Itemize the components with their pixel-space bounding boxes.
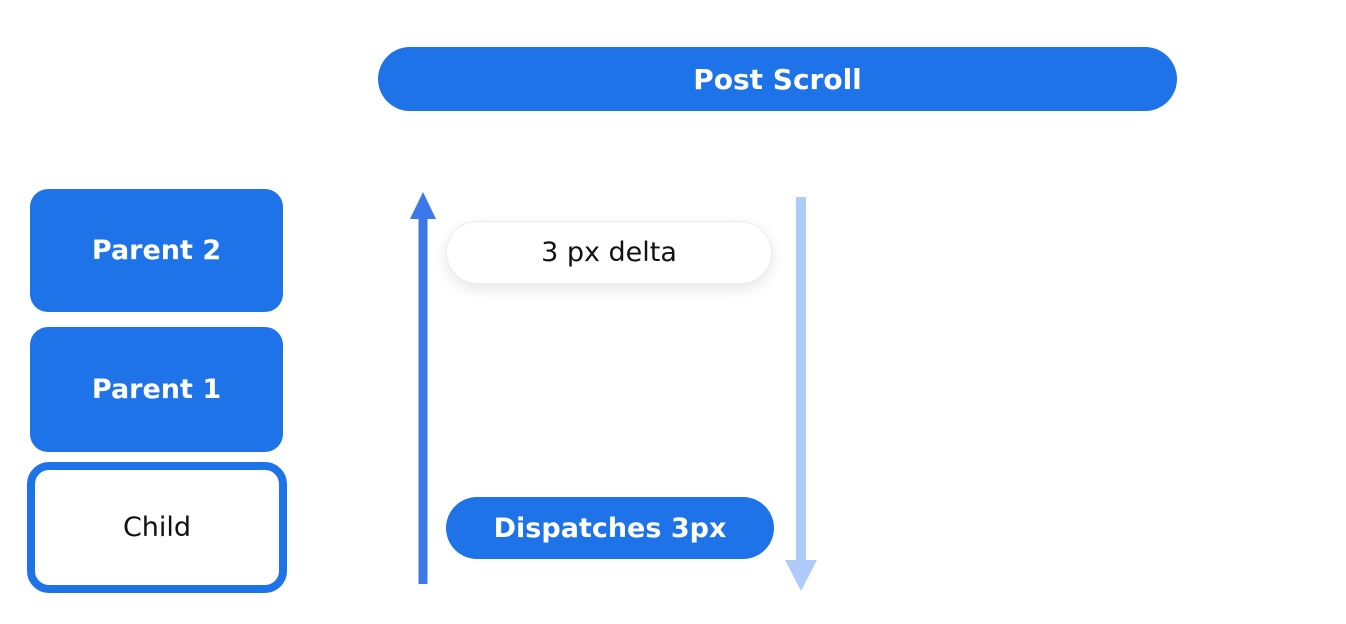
parent-2-label: Parent 2	[91, 235, 222, 266]
dispatch-pill: Dispatches 3px	[446, 497, 774, 559]
post-scroll-label: Post Scroll	[693, 62, 862, 96]
parent-1-label: Parent 1	[91, 374, 222, 405]
down-arrow-icon	[785, 197, 817, 591]
post-scroll-bar: Post Scroll	[378, 47, 1177, 111]
delta-label: 3 px delta	[541, 237, 677, 268]
up-arrow-icon	[410, 192, 436, 584]
dispatch-label: Dispatches 3px	[493, 512, 727, 544]
delta-pill: 3 px delta	[446, 221, 772, 284]
parent-1-box: Parent 1	[30, 327, 283, 452]
parent-2-box: Parent 2	[30, 189, 283, 312]
child-label: Child	[122, 512, 192, 543]
child-box: Child	[27, 462, 287, 593]
